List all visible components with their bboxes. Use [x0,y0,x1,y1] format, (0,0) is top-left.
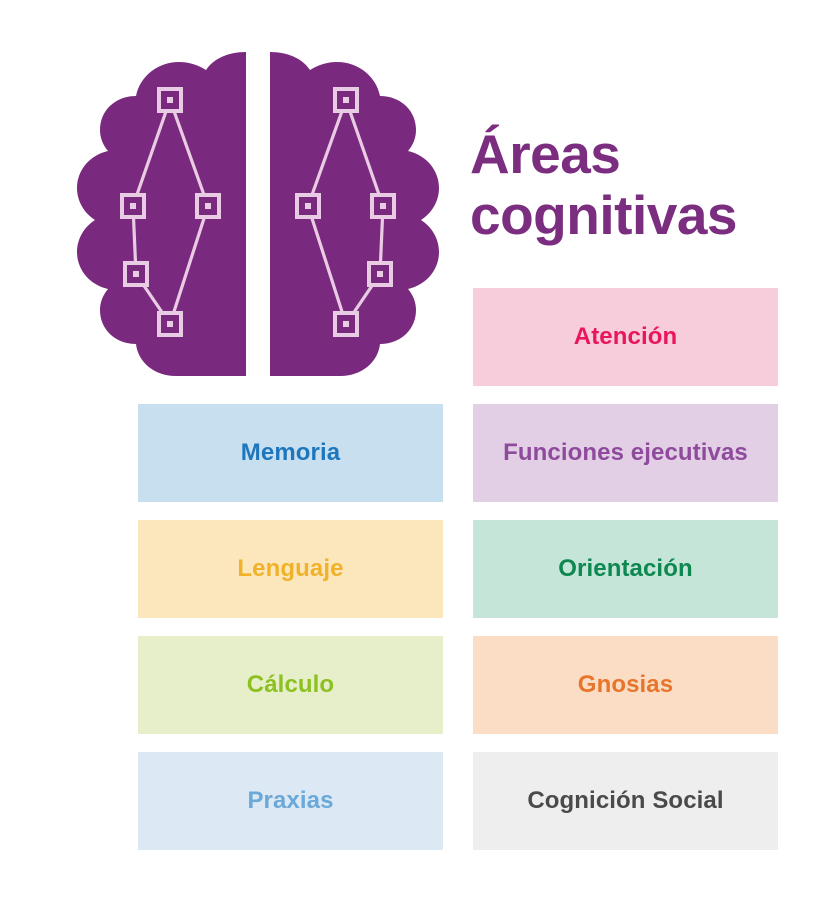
area-block-atencion[interactable]: Atención [473,288,778,386]
brain-left-network-nodes [120,87,221,337]
brain-right-network-nodes [295,87,396,337]
area-label: Funciones ejecutivas [503,438,748,466]
brain-svg [77,52,439,376]
area-block-cognicion-social[interactable]: Cognición Social [473,752,778,850]
area-label: Cálculo [246,670,335,698]
area-label: Orientación [558,554,693,582]
cognitive-areas-grid: Atención Memoria Funciones ejecutivas Le… [138,288,778,850]
area-block-gnosias[interactable]: Gnosias [473,636,778,734]
area-label: Atención [573,322,678,350]
area-label: Lenguaje [237,554,344,582]
brain-left-hemisphere [77,52,246,376]
brain-network-illustration [58,44,458,384]
area-block-lenguaje[interactable]: Lenguaje [138,520,443,618]
area-block-praxias[interactable]: Praxias [138,752,443,850]
area-block-orientacion[interactable]: Orientación [473,520,778,618]
page-title: Áreas cognitivas [470,123,738,246]
area-label: Gnosias [577,670,674,698]
area-block-funciones-ejecutivas[interactable]: Funciones ejecutivas [473,404,778,502]
area-label: Praxias [247,786,334,814]
area-label: Cognición Social [527,786,724,814]
area-block-memoria[interactable]: Memoria [138,404,443,502]
area-block-calculo[interactable]: Cálculo [138,636,443,734]
area-label: Memoria [240,438,341,466]
brain-right-hemisphere [270,52,439,376]
area-cell-empty [138,288,443,386]
